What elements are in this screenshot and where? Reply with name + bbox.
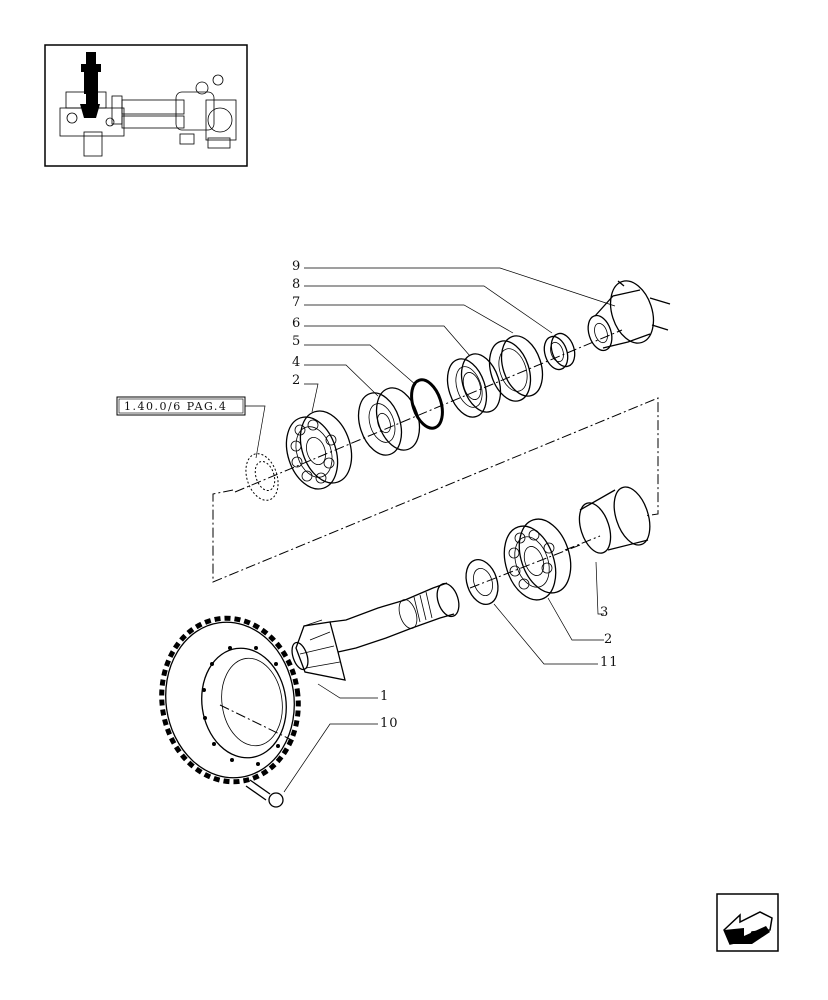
leader-10 [283,723,378,793]
callout-5: 5 [292,334,301,349]
axle-assembly-thumbnail-icon[interactable] [44,44,248,167]
spacer-sleeve [578,486,651,554]
callout-7: 7 [292,295,301,310]
taper-roller-bearing-bottom [503,518,572,601]
leader-4 [304,364,379,397]
leader-9 [304,267,616,307]
callout-6: 6 [292,316,301,331]
callout-11: 11 [600,655,619,670]
slotted-nut [543,332,576,371]
callout-10: 10 [380,716,399,731]
leader-5 [304,344,417,386]
callout-group-top: 9 8 7 6 5 4 2 [292,259,616,413]
snap-ring [410,378,444,430]
axis-lower [469,535,601,589]
reference-box[interactable]: 1.40.0/6 PAG.4 [116,396,266,459]
callout-8: 8 [292,277,301,292]
taper-roller-bearing-top [285,410,353,490]
leader-3 [595,561,604,615]
leader-2-bottom [547,597,604,641]
leader-2-top [304,383,319,413]
drive-flange [587,280,671,352]
pinion-shaft [291,582,460,681]
callout-9: 9 [292,259,301,274]
bearing-cup-7 [488,335,544,402]
leader-7 [304,304,514,334]
shim-washer [245,453,279,501]
callout-3: 3 [600,605,609,620]
callout-group-bottom: 3 2 11 1 10 [283,561,619,793]
bearing-cup-6 [446,353,502,418]
axis-ring-gear [219,704,297,743]
leader-6 [304,325,471,357]
ring-gear-bolt [245,779,284,808]
callout-2-top: 2 [292,373,301,388]
axis-upper [234,329,623,493]
leader-8 [304,285,553,334]
callout-1: 1 [380,689,389,704]
back-arrow-icon[interactable] [716,893,779,952]
leader-1 [317,683,378,699]
leader-11 [493,603,598,665]
assembly-connector [212,397,659,583]
leader-reference [245,405,266,459]
callout-4: 4 [292,355,301,370]
pinion-shim [465,558,499,606]
bearing-cone [357,387,421,456]
callout-2-bottom: 2 [604,632,613,647]
crown-ring-gear [159,615,301,785]
reference-label: 1.40.0/6 PAG.4 [124,400,227,413]
